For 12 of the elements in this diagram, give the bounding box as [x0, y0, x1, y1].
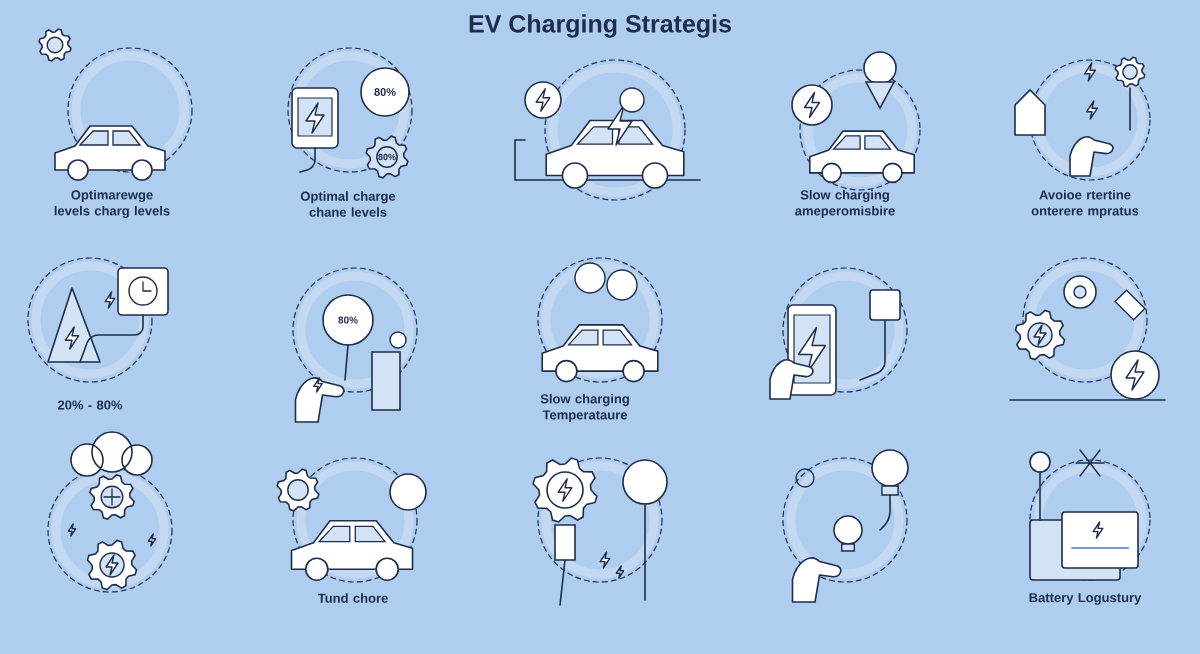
caption: Battery Logustury: [1029, 593, 1142, 605]
caption: Avoioe rtertine onterere mpratus: [1031, 189, 1139, 219]
caption: Optimarewge levels charg levels: [54, 189, 170, 219]
percent-text: 80%: [378, 153, 396, 161]
caption: Tund chore: [317, 593, 388, 603]
caption: 20% - 80%: [57, 400, 123, 410]
caption: Optimal charge chane levels: [300, 191, 396, 217]
percent-text: 80%: [338, 316, 358, 324]
caption: Slow charging Temperataure: [540, 393, 629, 423]
percent-text: 80%: [374, 88, 396, 96]
caption: Slow charging ameperomisbire: [795, 189, 895, 219]
title: EV Charging Strategis: [469, 14, 731, 38]
